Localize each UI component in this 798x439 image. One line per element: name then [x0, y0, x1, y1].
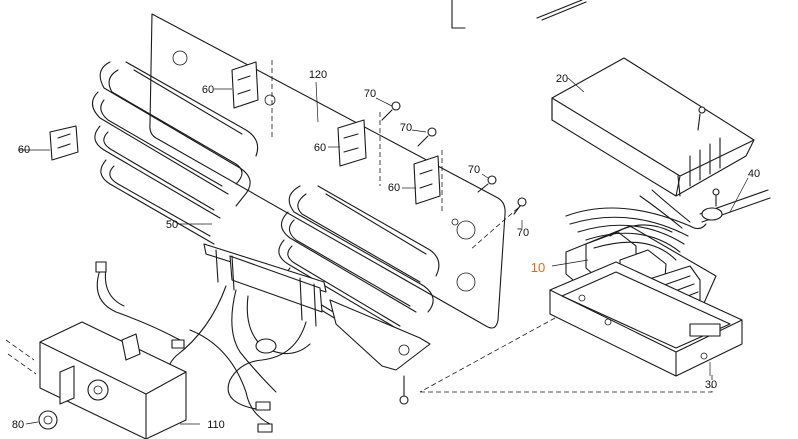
clip-60-mid	[337, 119, 367, 167]
thermostat-knob	[38, 410, 58, 430]
clip-60-right	[413, 155, 441, 205]
callout-70-a: 70	[364, 88, 376, 100]
callout-70-d: 70	[517, 227, 529, 239]
mounting-plate	[149, 13, 506, 329]
callout-80: 80	[12, 419, 24, 431]
callout-10: 10	[531, 260, 545, 275]
board-wires	[565, 189, 707, 261]
screw-70-b	[417, 127, 437, 147]
callout-20: 20	[556, 73, 568, 85]
screw-70-c	[477, 175, 497, 193]
element-terminal-bracket	[203, 243, 431, 371]
callout-40: 40	[748, 168, 760, 180]
callout-30: 30	[705, 379, 717, 391]
screw	[399, 375, 409, 405]
callout-120: 120	[309, 69, 327, 81]
alignment-line	[469, 207, 519, 251]
heating-element-upper	[91, 61, 259, 245]
wiring-harness	[95, 261, 311, 433]
cable-gland	[699, 188, 771, 223]
callout-70-c: 70	[468, 164, 480, 176]
control-cover	[551, 57, 755, 197]
screw-70-d	[513, 197, 527, 215]
alignment-line	[419, 317, 713, 393]
callout-50: 50	[166, 219, 178, 231]
screwdriver-tip	[536, 0, 587, 21]
terminal-box	[5, 321, 187, 439]
callout-60-left: 60	[18, 144, 30, 156]
callout-60-right: 60	[388, 182, 400, 194]
clip-60-upper	[231, 61, 259, 109]
callout-60-mid: 60	[314, 142, 326, 154]
callout-70-b: 70	[400, 122, 412, 134]
callout-110: 110	[207, 419, 225, 431]
control-base	[549, 261, 743, 377]
leader-lines	[18, 77, 749, 425]
frame-line	[451, 0, 466, 29]
callout-60-upper: 60	[202, 84, 214, 96]
screw-70-a	[381, 101, 401, 121]
clip-60-left	[49, 125, 79, 161]
